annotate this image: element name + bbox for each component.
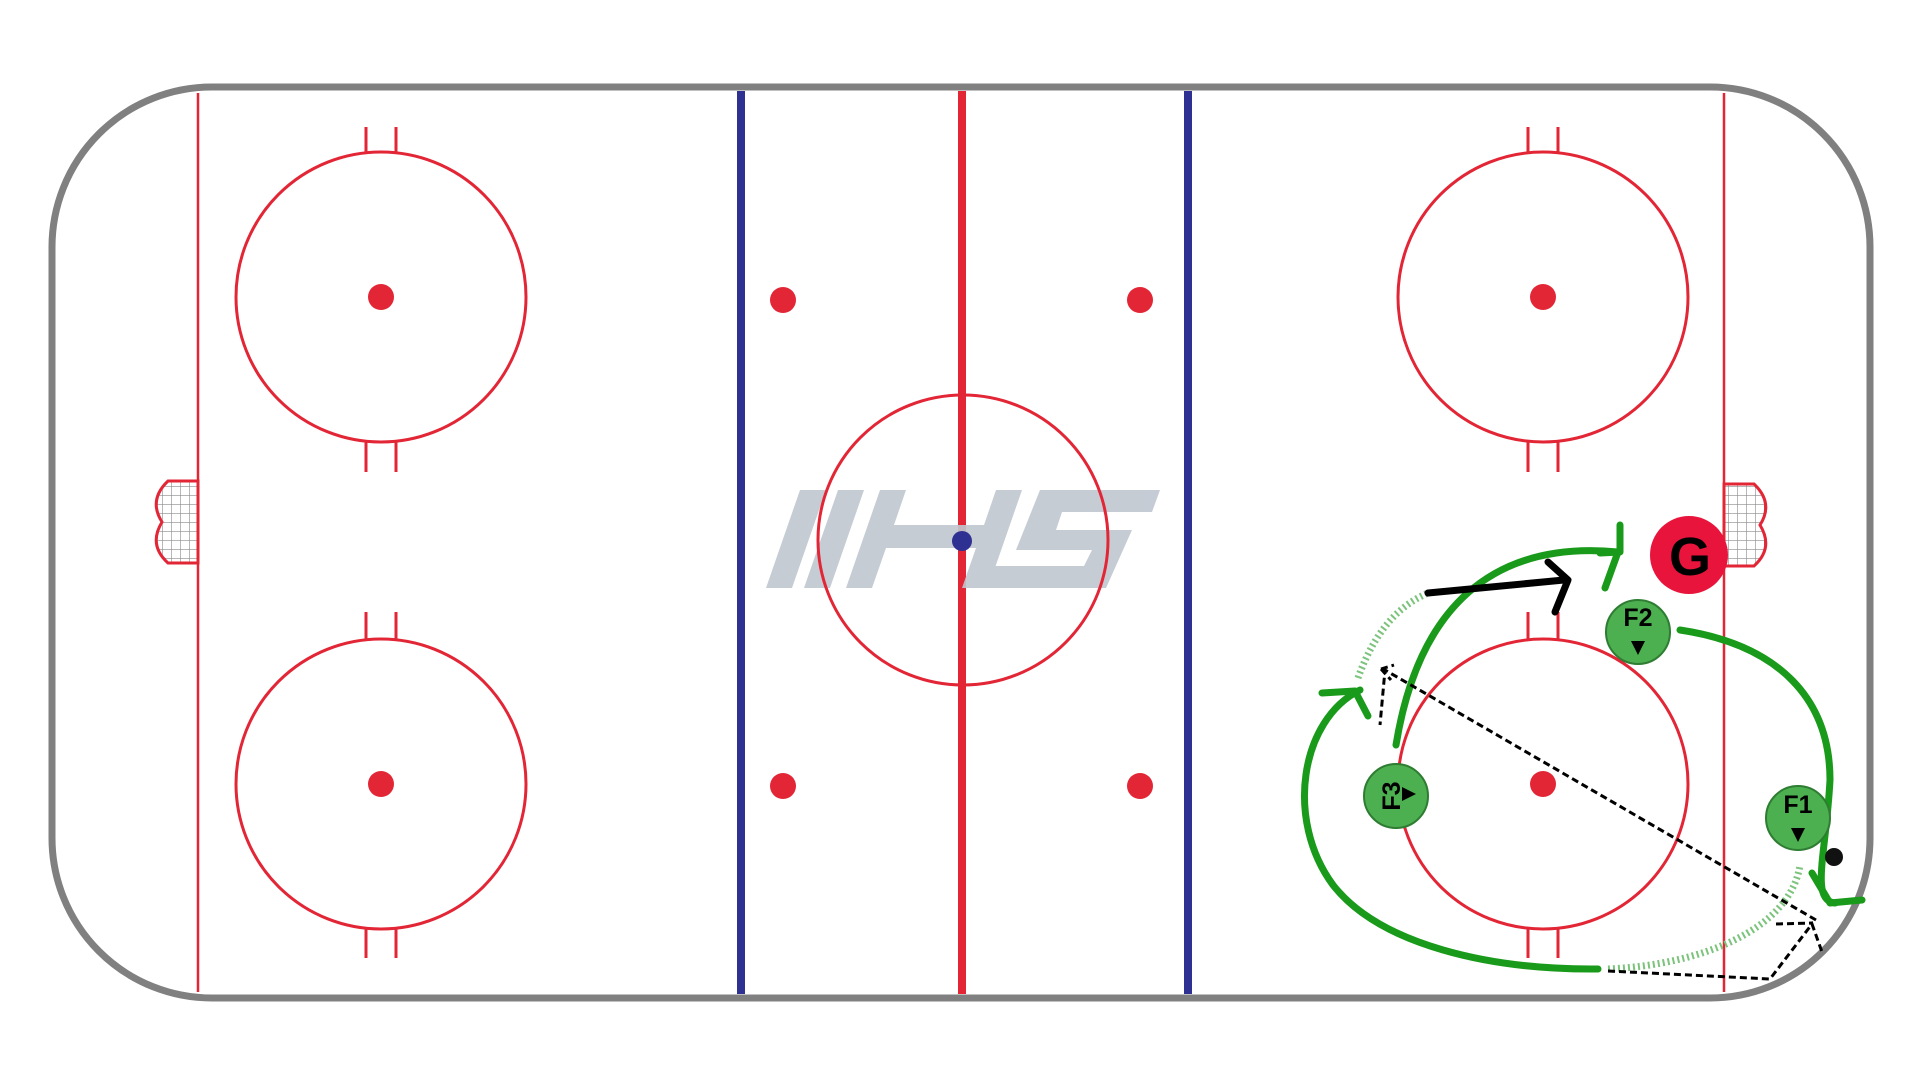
player-f3: F3 [1363, 763, 1429, 829]
player-f2: F2 [1605, 599, 1671, 665]
skate-paths [1301, 521, 1866, 973]
neutral-dot-top-left [770, 287, 796, 313]
skate-path-wrap-arrow [1318, 687, 1372, 720]
player-f3-label: F3 [1378, 781, 1406, 810]
carry-paths [1354, 589, 1804, 973]
goal-net-icon-right [1722, 482, 1768, 568]
neutral-dot-bottom-right [1127, 773, 1153, 799]
faceoff-circle-left-top [234, 127, 528, 472]
facing-arrow-icon [1631, 641, 1645, 655]
pass-arrow [1424, 558, 1572, 616]
faceoff-circle-right-bottom [1396, 612, 1690, 958]
player-f1: F1 [1765, 785, 1831, 851]
skate-path-f2-arrow [1808, 869, 1866, 907]
faceoff-circle-left-bottom [234, 612, 528, 958]
center-faceoff-circle [816, 393, 1110, 687]
facing-arrow-icon [1791, 828, 1805, 842]
player-f2-label: F2 [1623, 604, 1652, 632]
neutral-dot-bottom-left [770, 773, 796, 799]
skate-path-wrap [1301, 686, 1602, 973]
neutral-dot-top-right [1127, 287, 1153, 313]
faceoff-circle-right-top [1396, 127, 1690, 472]
goalie-label: G [1669, 527, 1711, 587]
goalie-marker: G [1650, 516, 1728, 594]
arrow-head-icon [1544, 558, 1572, 616]
player-f1-label: F1 [1783, 791, 1812, 819]
puck-icon [1825, 848, 1843, 866]
center-faceoff-dot [952, 531, 972, 551]
skate-path-f3-arrow [1596, 521, 1624, 557]
pass-lines [1378, 663, 1824, 981]
goal-net-icon-left [154, 479, 200, 565]
facing-arrow-icon [1402, 787, 1416, 801]
